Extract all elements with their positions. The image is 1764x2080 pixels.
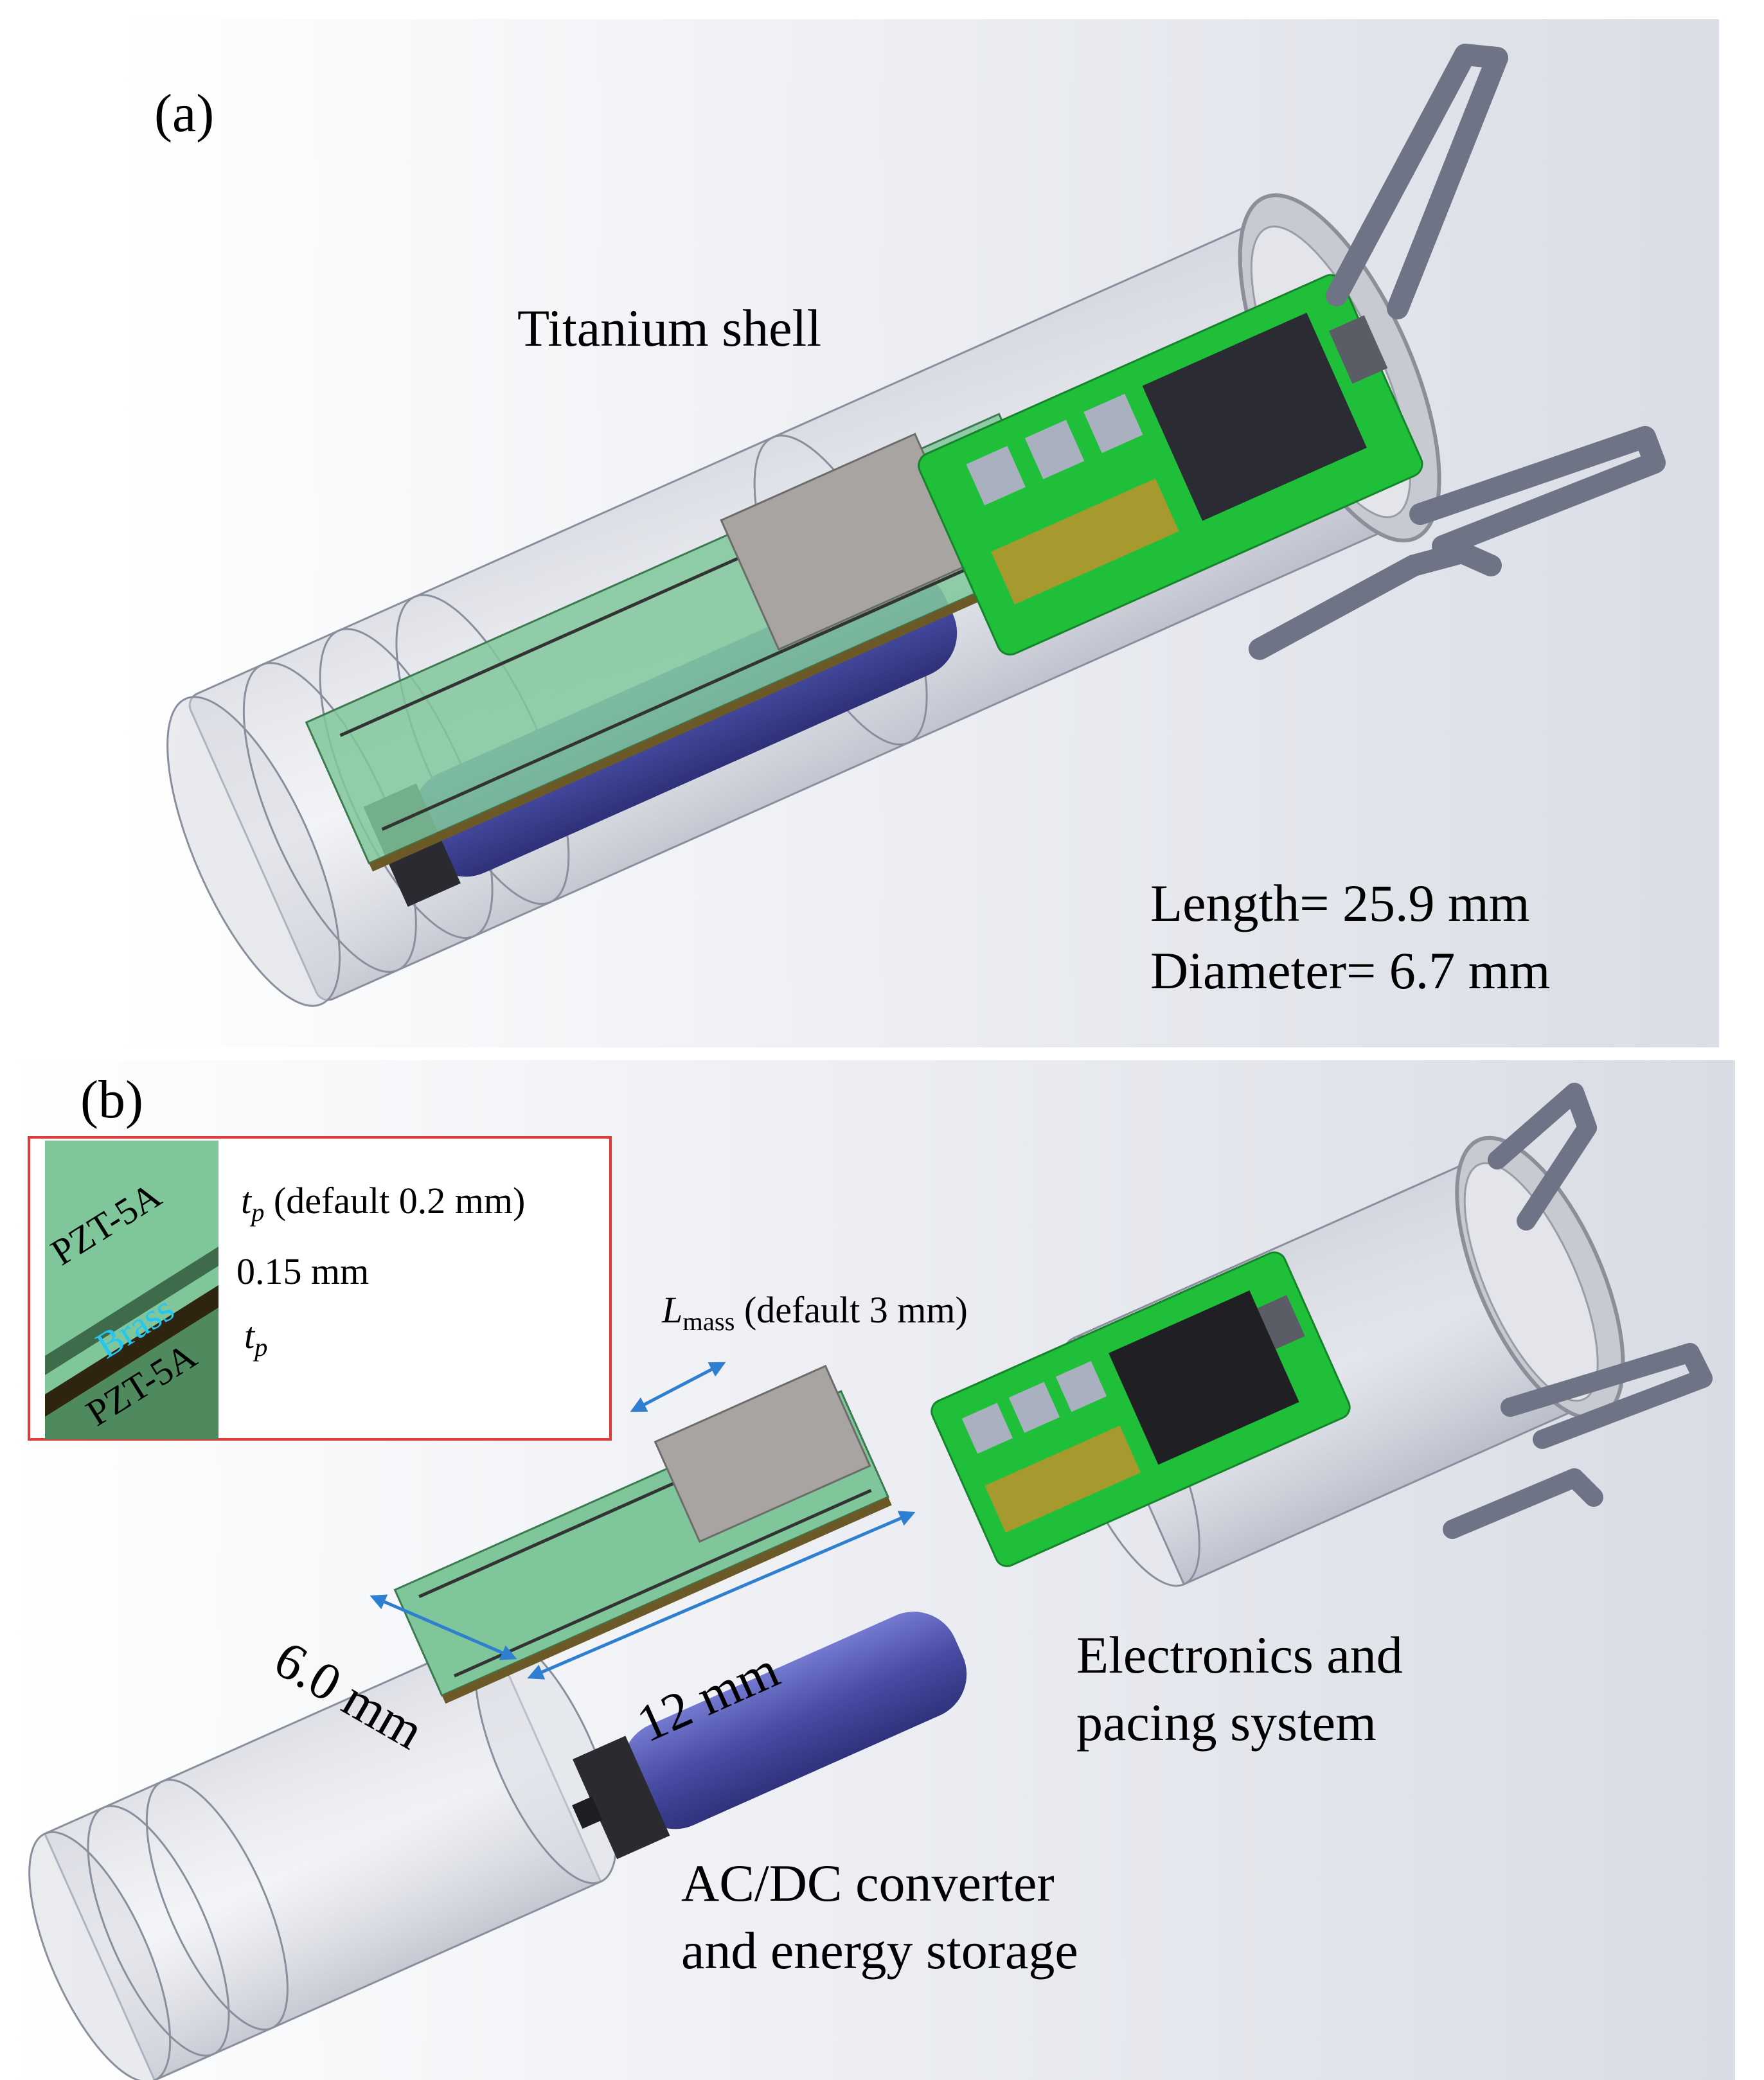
dimension-arrows: [370, 1362, 916, 1680]
width-arrow: [370, 1594, 517, 1660]
panel-a-illustration: [112, 19, 1719, 1047]
pcb-electronics-b: [931, 1251, 1351, 1567]
tp-top-label: tp (default 0.2 mm): [241, 1180, 526, 1227]
anchor-tines-b: [1443, 1083, 1713, 1539]
electronics-label-line1: Electronics and: [1076, 1626, 1403, 1684]
tp-bottom-label: tp: [244, 1315, 268, 1362]
brass-thickness-label: 0.15 mm: [236, 1250, 370, 1292]
panel-b-label: (b): [80, 1070, 143, 1130]
panel-b: PZT-5A Brass PZT-5A tp (default 0.2 mm) …: [0, 1054, 1764, 2080]
panel-a: (a) Titanium shell Length= 25.9 mm Diame…: [112, 19, 1719, 1047]
lmass-arrow: [630, 1362, 726, 1412]
pcb-electronics: [918, 274, 1423, 656]
converter-label-line2: and energy storage: [681, 1921, 1078, 1980]
diameter-spec: Diameter= 6.7 mm: [1150, 941, 1551, 1000]
length-spec: Length= 25.9 mm: [1150, 874, 1530, 932]
proof-mass-b: [654, 1364, 871, 1543]
converter-label-line1: AC/DC converter: [681, 1854, 1055, 1912]
layer-stack-drawing: [45, 1141, 218, 1439]
lmass-label: Lmass (default 3 mm): [662, 1289, 968, 1337]
panel-a-label: (a): [154, 84, 215, 143]
electronics-label-line2: pacing system: [1076, 1693, 1376, 1752]
anchor-tines: [1249, 44, 1666, 660]
layer-inset: [28, 1136, 612, 1441]
length-arrow: [527, 1511, 916, 1680]
panel-b-illustration: [0, 1060, 1735, 2080]
titanium-shell-label: Titanium shell: [517, 299, 822, 357]
